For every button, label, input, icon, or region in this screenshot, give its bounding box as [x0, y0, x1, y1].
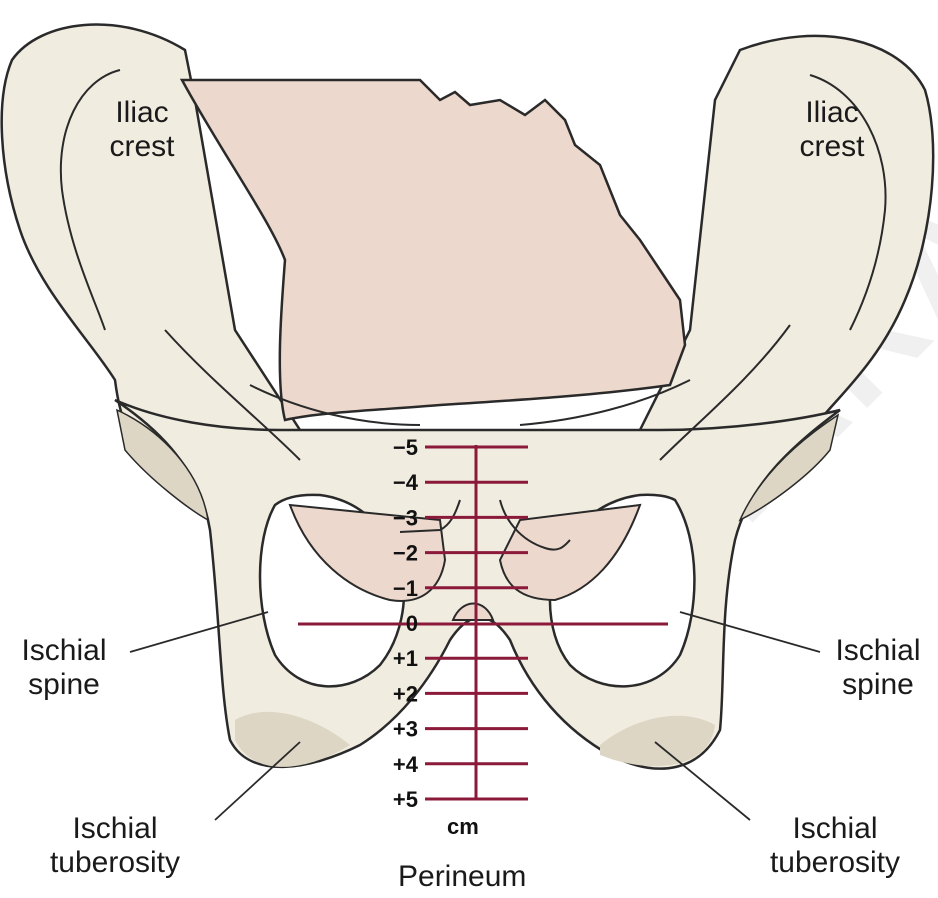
station-label: +3 — [393, 717, 418, 742]
label-iliac-crest-left: Iliac crest — [92, 96, 192, 164]
station-label: +5 — [393, 787, 418, 812]
station-label: −5 — [393, 435, 418, 460]
station-label: +2 — [393, 681, 418, 706]
station-label: 0 — [406, 611, 418, 636]
station-label: +4 — [393, 752, 419, 777]
label-ischial-tuberosity-right: Ischial tuberosity — [750, 812, 920, 880]
label-ischial-tuberosity-left: Ischial tuberosity — [35, 812, 195, 880]
station-label: −2 — [393, 541, 418, 566]
label-iliac-crest-right: Iliac crest — [782, 96, 882, 164]
station-label: −4 — [393, 470, 419, 495]
unit-label: cm — [447, 814, 479, 839]
label-ischial-spine-left: Ischial spine — [4, 634, 124, 702]
station-label: −3 — [393, 505, 418, 530]
label-perineum: Perineum — [398, 860, 526, 894]
station-label: +1 — [393, 646, 418, 671]
station-label: −1 — [393, 576, 418, 601]
label-ischial-spine-right: Ischial spine — [820, 634, 936, 702]
